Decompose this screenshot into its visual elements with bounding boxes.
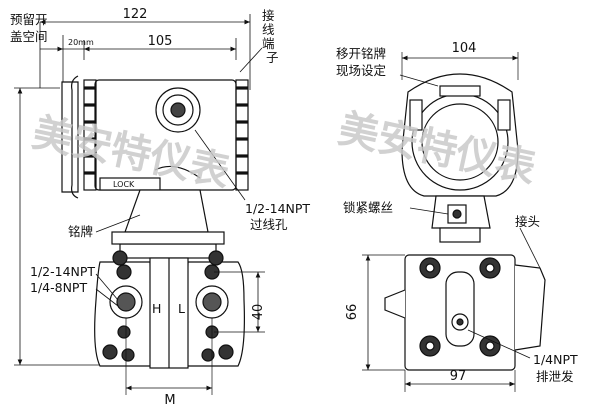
label-drain-thread: 1/4NPT bbox=[533, 352, 578, 367]
label-conduit-thread: 1/2-14NPT bbox=[245, 201, 310, 216]
right-front-view bbox=[362, 52, 546, 392]
dim-40-label: 40 bbox=[251, 304, 266, 321]
label-conduit-hole: 过线孔 bbox=[250, 217, 288, 232]
label-move-plate-line2: 现场设定 bbox=[336, 63, 386, 78]
label-terminal-c2: 线 bbox=[262, 22, 275, 37]
label-high-side: H bbox=[152, 301, 161, 316]
label-process-thread-2: 1/4-8NPT bbox=[30, 280, 87, 295]
label-reserve-line1: 预留开 bbox=[10, 12, 48, 27]
dim-105-label: 105 bbox=[148, 34, 173, 49]
dim-M-label: M bbox=[164, 393, 175, 408]
dim-66-label: 66 bbox=[345, 304, 360, 321]
label-reserve-line2: 盖空间 bbox=[10, 29, 48, 44]
dim-122-label: 122 bbox=[123, 7, 148, 22]
dim-97-label: 97 bbox=[450, 369, 467, 384]
label-low-side: L bbox=[178, 301, 185, 316]
label-terminal-c1: 接 bbox=[262, 8, 275, 23]
label-lock-screw: 锁紧螺丝 bbox=[343, 200, 393, 215]
dim-20mm-label: 20mm bbox=[68, 38, 94, 47]
label-terminal-c4: 子 bbox=[266, 50, 279, 65]
label-process-thread-1: 1/2-14NPT bbox=[30, 264, 95, 279]
label-lock: LOCK bbox=[113, 180, 135, 189]
label-move-plate-line1: 移开铭牌 bbox=[336, 46, 386, 61]
label-fitting: 接头 bbox=[515, 214, 540, 229]
label-terminal-c3: 端 bbox=[262, 36, 275, 51]
label-nameplate: 铭牌 bbox=[68, 224, 93, 239]
dim-104-label: 104 bbox=[452, 41, 477, 56]
label-drain-valve: 排泄发 bbox=[536, 369, 574, 384]
left-side-view bbox=[14, 14, 265, 395]
